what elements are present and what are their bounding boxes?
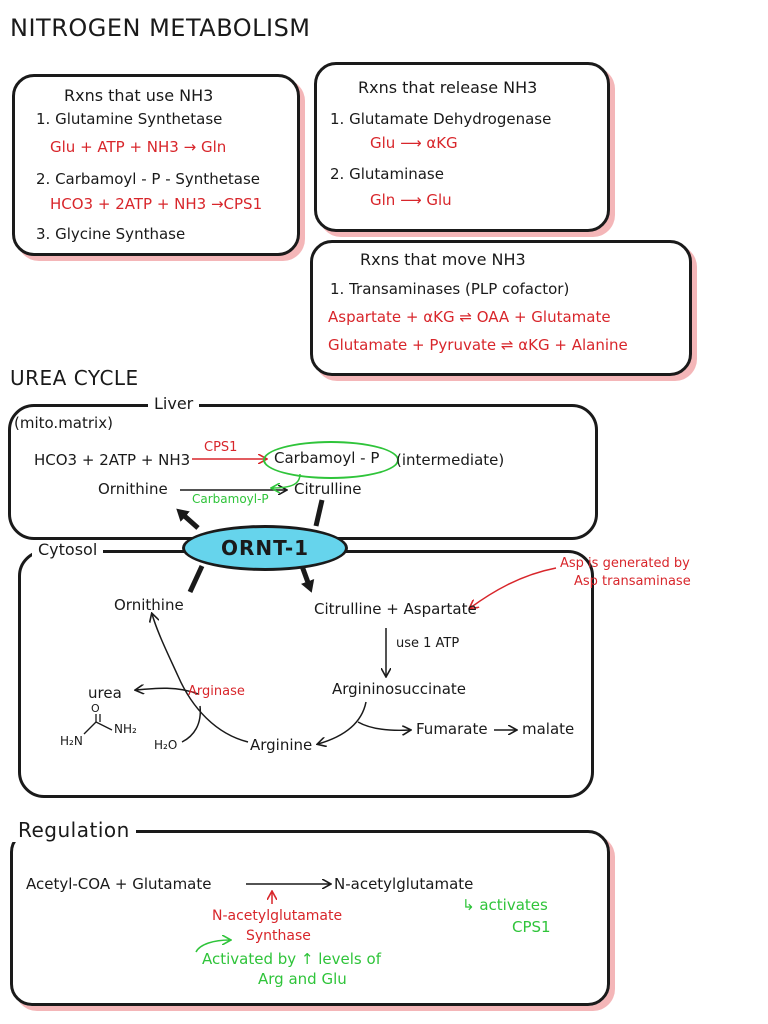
move-reaction-2: Glutamate + Pyruvate ⇌ αKG + Alanine	[328, 336, 628, 354]
regulation-box	[10, 830, 610, 1006]
release-nh3-box	[314, 62, 610, 232]
carbamoyl-p: Carbamoyl - P	[274, 449, 380, 467]
ornithine-up-line	[187, 564, 205, 594]
urea-h2n: H₂N	[60, 734, 83, 748]
release-nh3-heading: Rxns that release NH3	[358, 78, 538, 97]
regulation-right: N-acetylglutamate	[334, 875, 474, 893]
move-reaction-1: Aspartate + αKG ⇌ OAA + Glutamate	[328, 308, 611, 326]
arginine-ornithine-arrow	[152, 614, 249, 743]
release-reaction-2: Gln ⟶ Glu	[370, 191, 452, 209]
enzyme-line-1: N-acetylglutamate	[212, 908, 343, 924]
release-reaction-1: Glu ⟶ αKG	[370, 134, 458, 152]
urea-label: urea	[88, 684, 122, 702]
asp-note-arrow	[470, 567, 557, 608]
citrulline-liver: Citrulline	[294, 480, 362, 498]
activated-line-1: Activated by ↑ levels of	[202, 950, 381, 968]
enzyme-line-2: Synthase	[246, 928, 311, 944]
ornithine-liver: Ornithine	[98, 480, 168, 498]
use-reaction-2: HCO3 + 2ATP + NH3 →CPS1	[50, 195, 263, 213]
urea-nh2: NH₂	[114, 722, 137, 736]
ornt-down-arrow	[299, 565, 315, 593]
move-nh3-heading: Rxns that move NH3	[360, 250, 526, 269]
liver-label: Liver	[148, 394, 200, 413]
regulation-left: Acetyl-COA + Glutamate	[26, 875, 212, 893]
page-title: NITROGEN METABOLISM	[10, 14, 311, 42]
urea-cycle-heading: UREA CYCLE	[10, 366, 139, 390]
fumarate: Fumarate	[416, 720, 488, 738]
arginine: Arginine	[250, 736, 313, 754]
malate: malate	[522, 720, 575, 738]
activation-arrow	[195, 940, 230, 953]
asp-note-line-2: Asp transaminase	[574, 574, 691, 589]
citrulline-aspartate: Citrulline + Aspartate	[314, 600, 477, 618]
asp-note-line-1: Asp is generated by	[560, 556, 690, 571]
regulation-heading: Regulation	[12, 818, 136, 842]
mito-matrix-label: (mito.matrix)	[14, 414, 113, 432]
argininosuccinate: Argininosuccinate	[332, 680, 467, 698]
use-item-3: 3. Glycine Synthase	[36, 225, 186, 243]
to-arginine-arrow	[318, 701, 367, 744]
intermediate-label: (intermediate)	[396, 451, 505, 469]
to-urea-arrow	[136, 688, 199, 694]
citrulline-down-line	[313, 499, 325, 527]
release-item-1: 1. Glutamate Dehydrogenase	[330, 110, 552, 128]
h2o-label: H₂O	[154, 738, 178, 752]
carbamoyl-small: Carbamoyl-P	[192, 492, 269, 506]
ornt-1-transporter: ORNT-1	[182, 525, 348, 571]
activates-line-1: ↳ activates	[462, 896, 548, 914]
urea-oxygen: O	[91, 702, 100, 715]
to-fumarate-arrow	[357, 721, 410, 730]
use-atp-label: use 1 ATP	[396, 636, 460, 651]
use-reaction-1: Glu + ATP + NH3 → Gln	[50, 138, 227, 156]
carbamoyl-highlight	[263, 441, 399, 479]
use-item-2: 2. Carbamoyl - P - Synthetase	[36, 170, 261, 188]
ornithine-cytosol: Ornithine	[114, 596, 184, 614]
liver-reactants: HCO3 + 2ATP + NH3	[34, 451, 191, 469]
arginase-label: Arginase	[188, 684, 245, 699]
move-item-1: 1. Transaminases (PLP cofactor)	[330, 280, 570, 298]
activated-line-2: Arg and Glu	[258, 970, 347, 988]
use-nh3-box	[12, 74, 300, 256]
ornt-up-arrow	[176, 508, 200, 530]
activates-line-2: CPS1	[512, 918, 551, 936]
cps1-label: CPS1	[204, 440, 238, 455]
move-nh3-box	[310, 240, 692, 376]
release-item-2: 2. Glutaminase	[330, 165, 444, 183]
use-item-1: 1. Glutamine Synthetase	[36, 110, 223, 128]
h2o-curve	[181, 705, 202, 743]
cytosol-label: Cytosol	[32, 540, 104, 559]
use-nh3-heading: Rxns that use NH3	[64, 86, 214, 105]
